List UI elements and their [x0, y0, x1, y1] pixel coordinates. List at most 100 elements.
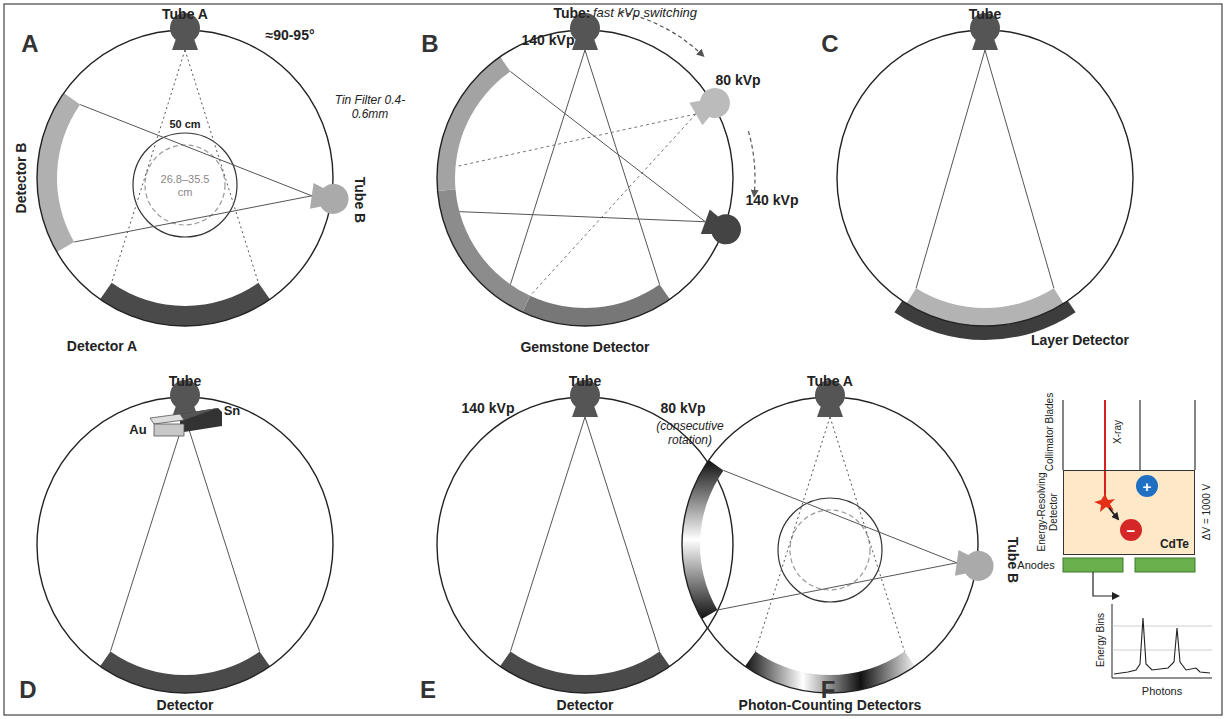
beam-line — [724, 470, 957, 562]
energy-spectrum — [1114, 618, 1210, 674]
node-text: CdTe — [1160, 537, 1189, 551]
small-field-of-view — [790, 510, 870, 590]
tube-collimator — [817, 403, 843, 417]
label: 26.8–35.5 cm — [155, 173, 215, 198]
panel-letter: A — [21, 30, 38, 58]
label: 140 kVp — [522, 32, 575, 48]
beam-line — [510, 72, 705, 222]
label: ΔV = 1000 V — [1201, 484, 1213, 540]
beam-line — [110, 417, 185, 651]
label: fast kVp switching — [593, 6, 697, 21]
label: Detector — [557, 697, 614, 713]
label: 140 kVp — [462, 400, 515, 416]
cdte-crystal — [1063, 470, 1195, 555]
beam-line — [830, 417, 905, 651]
anode — [1135, 558, 1195, 572]
label: X-ray — [1112, 420, 1124, 444]
beam-line — [717, 563, 956, 610]
detector-band — [100, 283, 270, 326]
label: Tube A — [162, 6, 208, 22]
xray-tube — [700, 208, 745, 249]
field-of-view — [133, 133, 237, 237]
gantry-circle — [837, 30, 1133, 326]
tube-collimator — [972, 36, 998, 50]
detector-band — [500, 651, 670, 693]
detector-band — [100, 651, 270, 693]
detector-crystal: CdTe + − — [1063, 470, 1195, 555]
label: ≈90-95° — [265, 27, 314, 43]
beam-line — [985, 50, 1054, 288]
label: Collimator Blades — [1044, 393, 1056, 471]
tube-collimator — [172, 36, 198, 50]
bin-threshold — [1112, 626, 1212, 627]
rotation-arrow — [748, 131, 755, 196]
gantry-circle — [37, 397, 333, 693]
tube-collimator — [701, 210, 723, 239]
field-of-view — [778, 498, 882, 602]
label: Tube — [969, 6, 1001, 22]
node-text: − — [1127, 523, 1136, 538]
label: Tube B — [352, 177, 368, 223]
collimator-blade — [1194, 400, 1195, 470]
label: Detector — [157, 697, 214, 713]
gold-filter — [154, 424, 184, 436]
xray-tube — [688, 83, 735, 127]
label: Anodes — [1017, 559, 1054, 572]
label: Sn — [224, 404, 241, 419]
tube-collimator — [572, 36, 598, 50]
beam-line — [459, 212, 705, 222]
panel-letter: D — [19, 676, 36, 704]
panel-letter: B — [421, 30, 438, 58]
node-text: + — [1143, 479, 1152, 494]
interaction-burst — [1094, 494, 1115, 512]
label: 80 kVp — [715, 72, 760, 88]
tube-collimator — [310, 183, 327, 211]
xray-tube — [955, 548, 996, 583]
detector-band — [37, 93, 80, 252]
label: Layer Detector — [1031, 332, 1129, 348]
charge-drift-arrow — [1109, 508, 1118, 519]
beam-line — [185, 50, 258, 283]
gantry-circle — [682, 397, 978, 693]
beam-line — [510, 50, 585, 284]
label: Tube A — [807, 373, 853, 389]
panel-letter: C — [821, 30, 838, 58]
label: Detector B — [13, 143, 29, 214]
label: Tube — [569, 373, 601, 389]
detector-band — [438, 189, 530, 312]
label: 80 kVp — [660, 400, 705, 416]
label: Detector A — [67, 338, 137, 354]
label: Tube — [169, 373, 201, 389]
tin-filter — [180, 408, 222, 432]
tin-filter-top — [180, 408, 218, 420]
label: Photon-Counting Detectors — [739, 697, 922, 713]
xray-tube — [310, 181, 351, 216]
tube-collimator — [572, 403, 598, 417]
beam-line — [185, 417, 260, 651]
beam-line — [530, 114, 696, 296]
gantry-circle — [37, 30, 333, 326]
beam-line — [755, 417, 830, 651]
panel-letter: E — [420, 676, 436, 704]
beam-line — [585, 50, 660, 284]
label: Au — [129, 423, 146, 438]
label: Gemstone Detector — [520, 339, 649, 355]
xray-path — [1104, 400, 1106, 503]
beam-line — [510, 417, 585, 651]
frame — [4, 4, 1222, 715]
label: Tube: — [553, 5, 590, 21]
beam-line — [916, 50, 985, 288]
beam-line — [585, 417, 660, 651]
beam-line — [112, 50, 185, 283]
plot-axes — [1112, 604, 1212, 678]
collimator-blade — [1139, 400, 1140, 470]
label: Photons — [1142, 685, 1182, 698]
beam-line — [74, 196, 312, 242]
hole-charge: + — [1136, 475, 1158, 497]
anode — [1063, 558, 1123, 572]
label: (consecutive rotation) — [645, 420, 735, 448]
collimator-blade — [1062, 400, 1063, 470]
label: Energy-Resolving Detector — [1036, 467, 1059, 557]
label: Energy Bins — [1095, 613, 1107, 667]
